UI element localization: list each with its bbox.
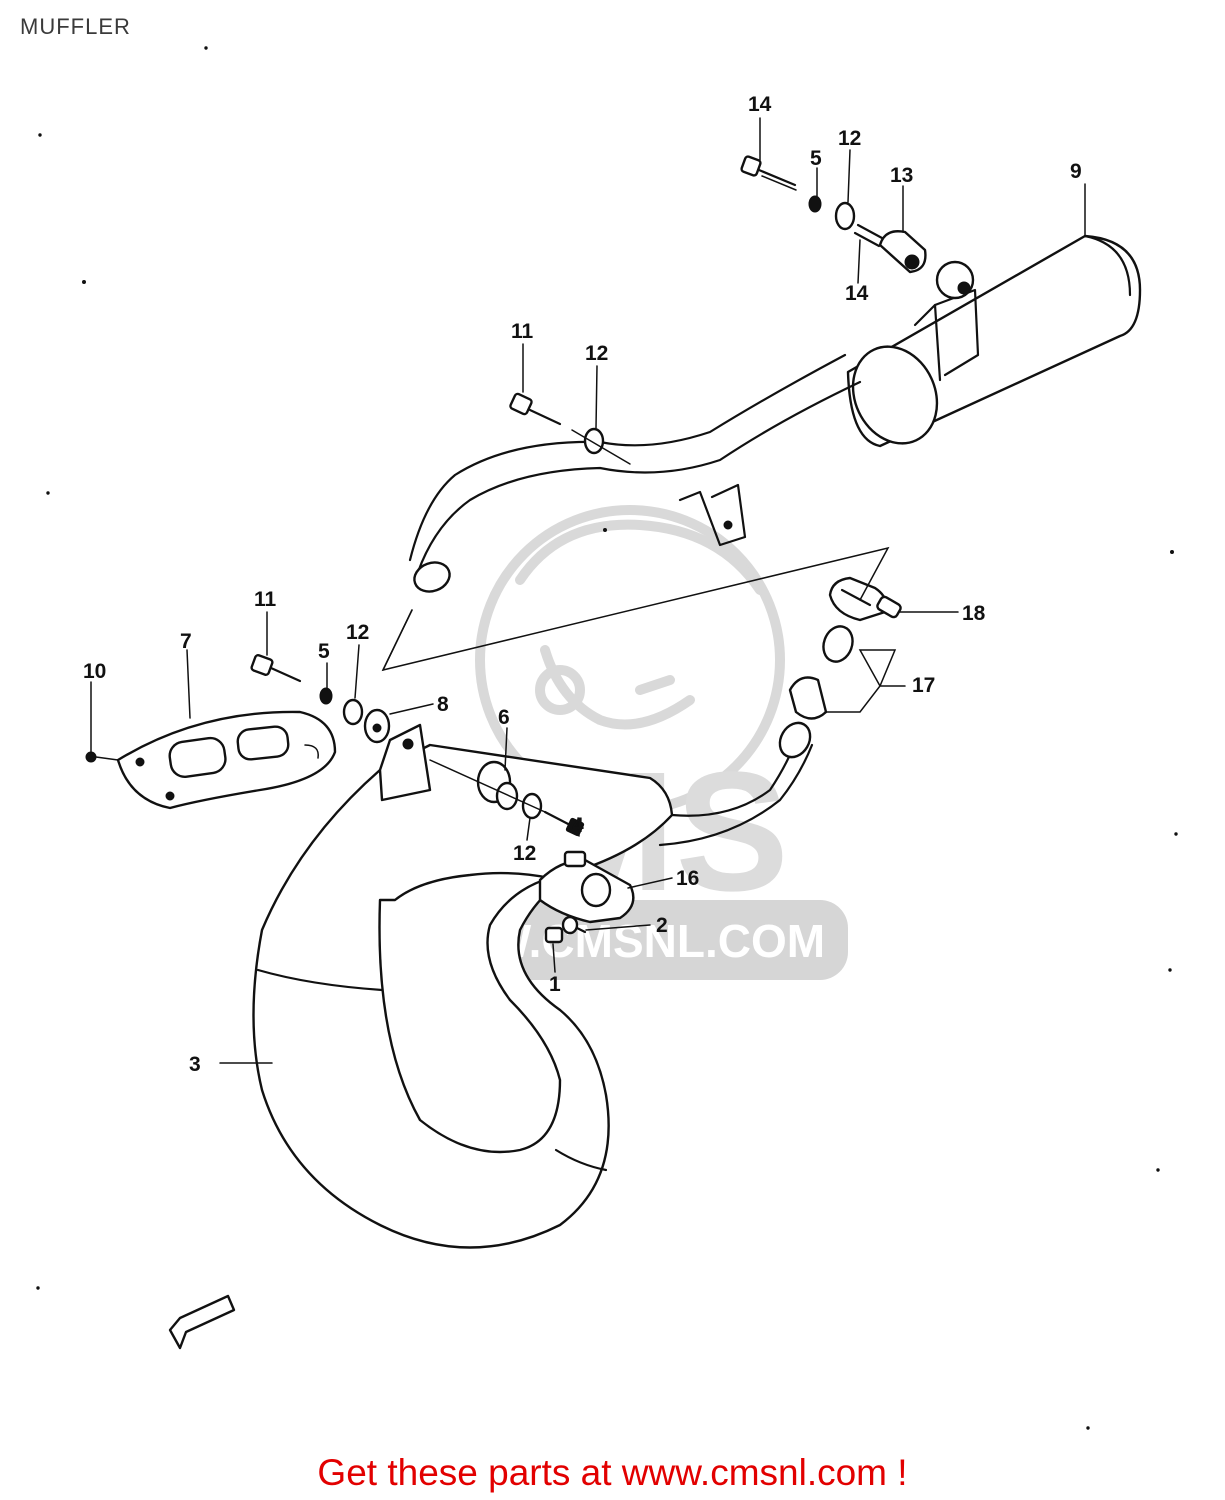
callout-6: 6 (498, 706, 510, 729)
callout-8: 8 (437, 693, 449, 716)
callout-12-upper: 12 (838, 127, 861, 150)
callout-11-upper: 11 (511, 320, 534, 343)
callout-14: 14 (845, 282, 869, 305)
callout-9: 10 (83, 660, 106, 683)
page-title: MUFFLER (20, 14, 131, 39)
callout-15: 14 (748, 93, 772, 116)
callout-16: 16 (676, 867, 699, 890)
callout-5-lower: 5 (318, 640, 330, 663)
callout-10: 9 (1070, 160, 1082, 183)
part-10-muffler (408, 234, 1142, 593)
callout-17: 17 (912, 674, 935, 697)
callout-12-mid: 12 (585, 342, 608, 365)
callout-1: 1 (549, 973, 561, 996)
callout-12-left: 12 (346, 621, 369, 644)
callout-13: 13 (890, 164, 913, 187)
callout-18: 18 (962, 602, 986, 625)
small-parts (85, 155, 927, 1350)
get-parts-link[interactable]: Get these parts at www.cmsnl.com ! (317, 1452, 908, 1493)
callout-11-lower: 11 (254, 588, 277, 611)
callout-labels: 14 5 12 13 9 14 14 11 12 11 18 12 7 5 10… (83, 93, 1082, 1076)
leader-lines (90, 117, 1086, 1064)
callout-5-upper: 5 (810, 147, 822, 170)
callout-4: 4 (572, 814, 584, 837)
part-7-heat-shield (116, 710, 337, 810)
callout-12-lower: 12 (513, 842, 536, 865)
callout-7: 7 (180, 630, 192, 653)
callout-2: 2 (656, 914, 668, 937)
callout-3: 3 (189, 1053, 201, 1076)
scan-specks (36, 46, 1178, 1430)
